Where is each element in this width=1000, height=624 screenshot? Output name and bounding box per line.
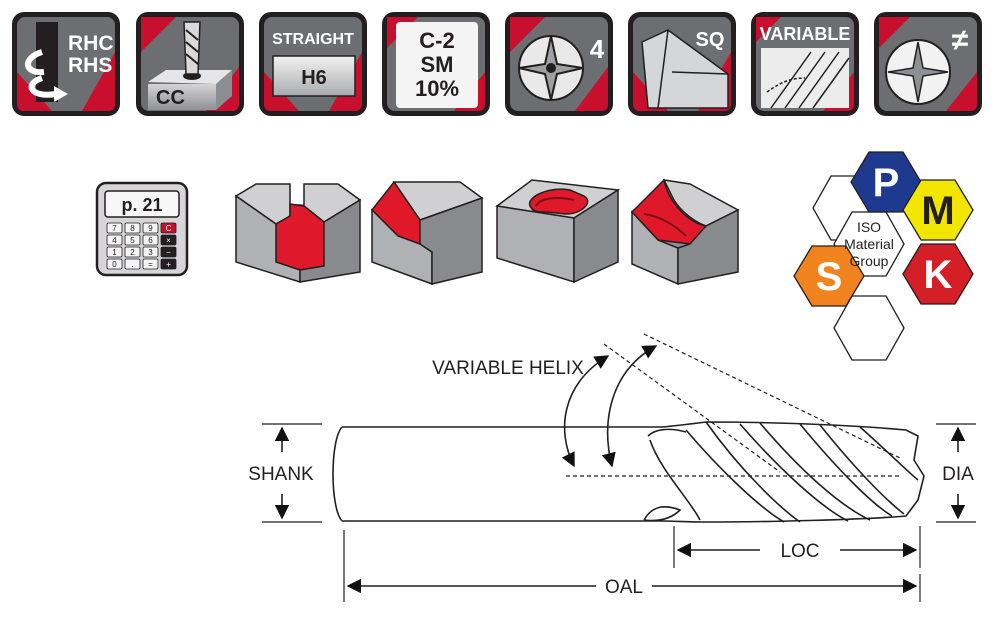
helix-reference-line [603, 343, 781, 473]
calculator-key-label: 8 [130, 224, 135, 233]
calculator-keypad: 7 8 9 C 4 5 6 × 1 2 3 − 0. = + [106, 222, 177, 270]
iso-k-letter: K [924, 253, 953, 297]
flute-outline [661, 421, 925, 523]
calculator-key [124, 234, 141, 246]
straight-label: STRAIGHT [272, 31, 354, 48]
variable-label: VARIABLE [760, 24, 851, 44]
unequal-pitch-icon: ≠ [874, 12, 982, 116]
feature-icon-row: RHC RHS CC STRAIGHT H6 [12, 12, 982, 116]
calculator-key-label: 6 [148, 236, 153, 245]
straight-shank-icon: STRAIGHT H6 [259, 12, 367, 116]
flute-edge [705, 421, 801, 523]
calculator-key-label: C [166, 224, 172, 233]
flute-edge [859, 426, 919, 481]
iso-label-line-1: ISO [857, 219, 881, 235]
calculator-key [124, 258, 141, 270]
sq-label: SQ [696, 29, 725, 51]
iso-m-hex [902, 179, 974, 241]
calculator-key [106, 222, 123, 234]
square-end-icon: SQ [628, 12, 736, 116]
profiling-operation-icon [630, 178, 740, 286]
iso-p-hex [850, 151, 922, 213]
material-icon: C-2 SM 10% [382, 12, 490, 116]
calculator-key-label: − [166, 248, 171, 257]
calculator-key-label: 3 [148, 248, 153, 257]
helix-angle-arc [601, 345, 658, 468]
calculator-key-label: 1 [112, 248, 117, 257]
iso-m-letter: M [921, 189, 954, 233]
calculator-key-label: 2 [130, 248, 135, 257]
end-mill-drawing [262, 333, 976, 602]
flute-edge [759, 422, 871, 521]
flute-tip [643, 506, 682, 522]
calculator-key-label: × [166, 236, 171, 245]
calculator-key [160, 258, 177, 270]
calculator-key [124, 222, 141, 234]
flute-tip [647, 428, 687, 437]
loc-label: LOC [780, 541, 819, 562]
calculator-key-label: = [148, 260, 153, 269]
pocketing-operation-icon [495, 179, 621, 284]
slotting-operation-icon [234, 183, 362, 284]
calculator-key [124, 246, 141, 258]
calculator-key [142, 246, 159, 258]
shank-label: SHANK [248, 464, 314, 485]
calculator-key [142, 258, 159, 270]
calculator-key-label: 5 [130, 236, 135, 245]
flute-edge [739, 423, 849, 522]
calculator-key-label: + [166, 260, 171, 269]
helix-reference-line [643, 333, 901, 459]
oal-label: OAL [605, 577, 643, 598]
calculator-key [106, 258, 123, 270]
calculator-key [106, 246, 123, 258]
iso-label-line-3: Group [850, 253, 889, 269]
calculator-icon: p. 21 7 8 9 C 4 5 6 × 1 2 3 − 0. = + [95, 181, 189, 277]
iso-p-letter: P [873, 161, 900, 205]
operation-icons [234, 178, 740, 286]
calculator-key-label: 7 [112, 224, 117, 233]
percent-label: 10% [415, 76, 459, 101]
calculator-key [160, 234, 177, 246]
c2-label: C-2 [419, 28, 454, 53]
flute-edge [799, 423, 893, 517]
calculator-key [160, 246, 177, 258]
cutting-direction-icon: RHC RHS [12, 12, 120, 116]
rhc-label: RHC [68, 32, 114, 55]
calculator-page-label: p. 21 [121, 195, 162, 215]
calculator-key [142, 222, 159, 234]
helix-angle-arc [561, 355, 610, 468]
calculator-key [160, 222, 177, 234]
shank-outline [332, 426, 662, 522]
pitch-symbol: ≠ [952, 24, 969, 57]
flute-edge [685, 429, 785, 523]
iso-label-line-2: Material [844, 236, 894, 252]
iso-material-group: P M S K ISO Material Group [793, 151, 974, 361]
shoulder-milling-icon [370, 180, 484, 286]
flute-count-icon: 4 [505, 12, 613, 116]
drawing-labels: VARIABLE HELIX SHANK DIA LOC OAL [248, 358, 974, 598]
dia-label: DIA [942, 464, 974, 485]
cc-label: CC [156, 87, 185, 109]
calculator-key [142, 234, 159, 246]
flute-count-label: 4 [590, 34, 605, 64]
calculator-key-label: . [131, 260, 133, 269]
coolant-icon: CC [136, 12, 244, 116]
iso-k-hex [902, 243, 974, 305]
h6-label: H6 [301, 67, 327, 89]
flute-edge [819, 424, 905, 515]
variable-helix-icon: VARIABLE [751, 12, 859, 116]
calculator-key-label: 0 [112, 260, 117, 269]
sm-label: SM [421, 52, 454, 77]
calculator-key [106, 234, 123, 246]
calculator-key-label: 9 [148, 224, 153, 233]
rhs-label: RHS [68, 54, 112, 77]
calculator-key-label: 4 [112, 236, 117, 245]
iso-s-hex [793, 245, 865, 307]
iso-empty-hex [833, 295, 905, 361]
iso-s-letter: S [816, 255, 843, 299]
variable-helix-label: VARIABLE HELIX [432, 358, 584, 379]
